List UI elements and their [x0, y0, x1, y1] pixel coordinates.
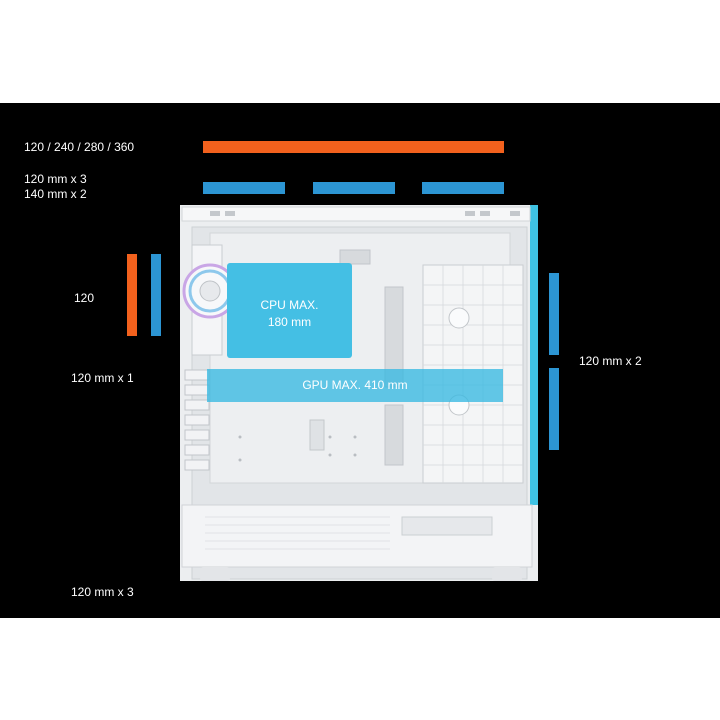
front-fan-bar-1 [549, 273, 559, 355]
gpu-clearance-label: GPU MAX. 410 mm [302, 378, 408, 392]
rear-label: 120 [74, 291, 95, 305]
bottom-fans-label: 120 mm x 3 [71, 585, 134, 599]
rear-radiator-bar [127, 254, 137, 336]
top-radiator-label: 120 / 240 / 280 / 360 [24, 140, 135, 154]
front-fan-bar-2 [549, 368, 559, 450]
front-glass-edge [530, 205, 538, 505]
top-fan-bar-1 [203, 182, 285, 194]
cpu-clearance-box: CPU MAX. 180 mm [227, 263, 352, 358]
top-fans-label-1: 120 mm x 3 [24, 172, 87, 186]
front-fans-label: 120 mm x 2 [579, 354, 642, 368]
rear-fan-label: 120 mm x 1 [71, 371, 134, 385]
gpu-clearance-band: GPU MAX. 410 mm [207, 369, 503, 402]
product-image-panel: 120 / 240 / 280 / 360 120 mm x 3 140 mm … [0, 103, 720, 618]
top-radiator-bar [203, 141, 504, 153]
cpu-clearance-label: CPU MAX. 180 mm [260, 298, 319, 329]
top-fan-bar-2 [313, 182, 395, 194]
top-fans-label-2: 140 mm x 2 [24, 187, 87, 201]
rear-fan-bar [151, 254, 161, 336]
top-fan-bar-3 [422, 182, 504, 194]
